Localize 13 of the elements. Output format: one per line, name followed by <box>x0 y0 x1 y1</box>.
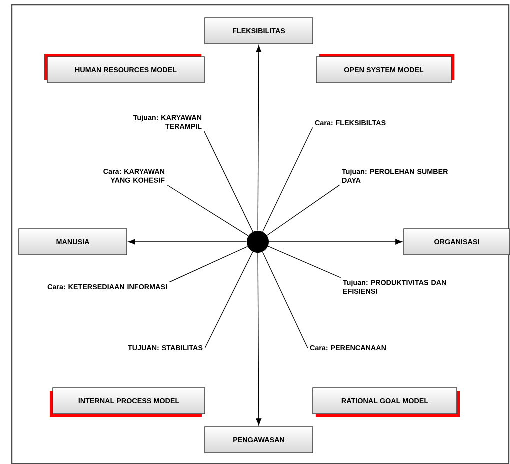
connector-line <box>204 252 254 348</box>
connector-line <box>262 252 308 348</box>
arrow <box>128 239 248 245</box>
connector-line <box>204 130 254 232</box>
connector-line <box>266 184 340 236</box>
arrow <box>268 239 403 245</box>
connector-line <box>262 127 314 232</box>
connector-line <box>166 184 249 236</box>
arrow <box>256 252 262 426</box>
connector-line <box>268 246 342 278</box>
hub-circle <box>247 231 269 253</box>
connector-line <box>169 246 248 283</box>
arrow <box>256 46 262 232</box>
